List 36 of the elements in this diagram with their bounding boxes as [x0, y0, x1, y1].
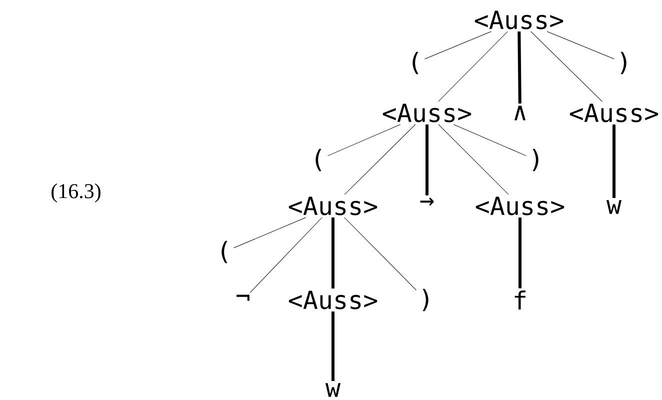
terminal-symbol: w	[325, 383, 341, 397]
tree-branch	[250, 217, 322, 293]
tree-branch	[233, 217, 306, 248]
terminal-symbol: )	[532, 148, 538, 172]
tree-branch	[344, 217, 417, 290]
tree-branch	[426, 124, 428, 196]
terminal-symbol: )	[422, 288, 428, 312]
tree-branch	[518, 31, 522, 104]
equation-number: (16.3)	[52, 183, 100, 203]
tree-branch	[438, 124, 509, 195]
tree-branch	[327, 124, 401, 156]
nonterminal-label: <Auss>	[476, 196, 564, 216]
terminal-symbol: →	[420, 198, 434, 206]
terminal-symbol: (	[412, 52, 418, 74]
nonterminal-label: <Auss>	[570, 104, 658, 122]
terminal-symbol: ∧	[514, 106, 526, 120]
tree-branch	[612, 124, 616, 198]
tree-branch	[344, 124, 416, 195]
tree-branch	[530, 31, 603, 102]
nonterminal-label: <Auss>	[288, 196, 378, 216]
nonterminal-label: <Auss>	[382, 104, 472, 122]
terminal-symbol: (	[316, 148, 322, 172]
terminal-symbol: f	[514, 290, 526, 310]
terminal-symbol: (	[222, 240, 228, 264]
tree-branch	[332, 312, 334, 381]
tree-branch	[438, 31, 508, 102]
tree-branch	[424, 31, 492, 60]
tree-branch	[518, 218, 522, 288]
tree-branch	[546, 31, 615, 60]
tree-branch	[453, 124, 527, 156]
terminal-symbol: w	[606, 200, 622, 214]
nonterminal-label: <Auss>	[288, 290, 378, 310]
terminal-symbol: )	[620, 52, 626, 74]
terminal-symbol: ¬	[236, 294, 250, 301]
tree-branch	[332, 218, 334, 288]
nonterminal-label: <Auss>	[474, 10, 564, 30]
